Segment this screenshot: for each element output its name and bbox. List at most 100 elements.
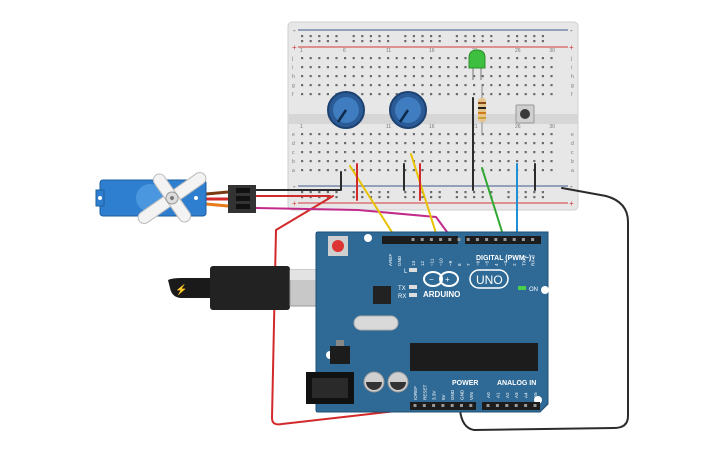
rail-hole [490,191,493,194]
rail-hole [361,40,364,43]
rail-hole [361,35,364,38]
breadboard-hole [516,151,519,154]
rail-hole [335,40,338,43]
breadboard-hole [498,93,501,96]
pin-label: 4 [494,263,499,266]
breadboard-hole [326,66,329,69]
breadboard-hole [455,84,458,87]
header-pin[interactable] [494,238,498,241]
rail-hole [473,196,476,199]
reset-button[interactable] [332,240,344,252]
wire-red-5v[interactable] [271,195,459,426]
rail-hole [507,35,510,38]
potentiometer-1[interactable] [327,91,365,129]
breadboard-hole [455,142,458,145]
breadboard-hole [335,75,338,78]
wire-magenta-servo-signal[interactable] [255,207,451,237]
green-led[interactable] [468,49,486,80]
breadboard-hole [301,151,304,154]
header-pin[interactable] [411,238,415,241]
header-pin[interactable] [466,238,470,241]
breadboard-hole [438,57,441,60]
breadboard-hole [533,160,536,163]
header-pin[interactable] [432,404,436,407]
header-pin[interactable] [486,404,490,407]
header-pin[interactable] [495,404,499,407]
rail-hole [507,196,510,199]
rail-hole [387,196,390,199]
breadboard-hole [361,66,364,69]
breadboard-hole [430,84,433,87]
header-pin[interactable] [512,238,516,241]
header-pin[interactable] [533,404,537,407]
regulator-tab [336,340,344,346]
breadboard-hole [438,151,441,154]
crystal [353,315,399,331]
rail-hole [533,191,536,194]
digital-header-left [382,236,458,244]
breadboard-hole [524,84,527,87]
wire-black-gnd[interactable] [459,187,629,431]
breadboard-hole [438,160,441,163]
header-pin[interactable] [420,238,424,241]
header-pin[interactable] [439,238,443,241]
header-pin[interactable] [524,404,528,407]
servo-motor[interactable] [95,152,256,244]
breadboard-hole [318,151,321,154]
servo-horn[interactable] [123,152,221,244]
header-pin[interactable] [514,404,518,407]
potentiometer-2[interactable] [389,91,427,129]
rail-hole [464,191,467,194]
push-button[interactable] [515,104,535,124]
breadboard-hole [404,169,407,172]
rail-hole [438,191,441,194]
header-pin[interactable] [457,238,461,241]
breadboard-hole [481,151,484,154]
breadboard[interactable]: - + - + - + - + 161116212630161116212630… [287,21,579,211]
header-pin[interactable] [429,238,433,241]
header-pin[interactable] [448,238,452,241]
breadboard-hole [404,160,407,163]
breadboard-hole [395,133,398,136]
breadboard-hole [318,169,321,172]
header-pin[interactable] [503,238,507,241]
header-pin[interactable] [521,238,525,241]
row-letter: g [571,83,574,89]
breadboard-hole [318,57,321,60]
header-pin[interactable] [460,404,463,407]
breadboard-hole [369,84,372,87]
breadboard-hole [369,169,372,172]
header-pin[interactable] [505,404,509,407]
breadboard-hole [550,84,553,87]
header-pin[interactable] [469,404,473,407]
breadboard-hole [438,169,441,172]
wire-green-led[interactable] [481,167,505,239]
rail-hole [369,196,372,199]
header-pin[interactable] [531,238,535,241]
resistor-band-3 [478,112,486,114]
resistor-band-2 [478,107,486,109]
breadboard-hole [309,169,312,172]
pin-label: VIN [469,392,474,400]
breadboard-hole [412,75,415,78]
breadboard-hole [361,160,364,163]
header-pin[interactable] [485,238,489,241]
header-pin[interactable] [450,404,454,407]
breadboard-hole [481,160,484,163]
logo-loop-left [423,271,443,287]
breadboard-hole [490,133,493,136]
pin-label: TX▸1 [521,255,526,266]
breadboard-hole [490,151,493,154]
header-pin[interactable] [441,404,445,407]
breadboard-hole [498,66,501,69]
arduino-uno-board[interactable]: DIGITAL (PWM~) ANALOG IN POWER ON L TX R… [306,231,549,413]
resistor[interactable] [478,86,486,134]
header-pin[interactable] [413,404,417,407]
header-pin[interactable] [422,404,426,407]
breadboard-hole [541,84,544,87]
rail-hole [473,35,476,38]
breadboard-hole [361,151,364,154]
header-pin[interactable] [475,238,479,241]
breadboard-hole [387,93,390,96]
